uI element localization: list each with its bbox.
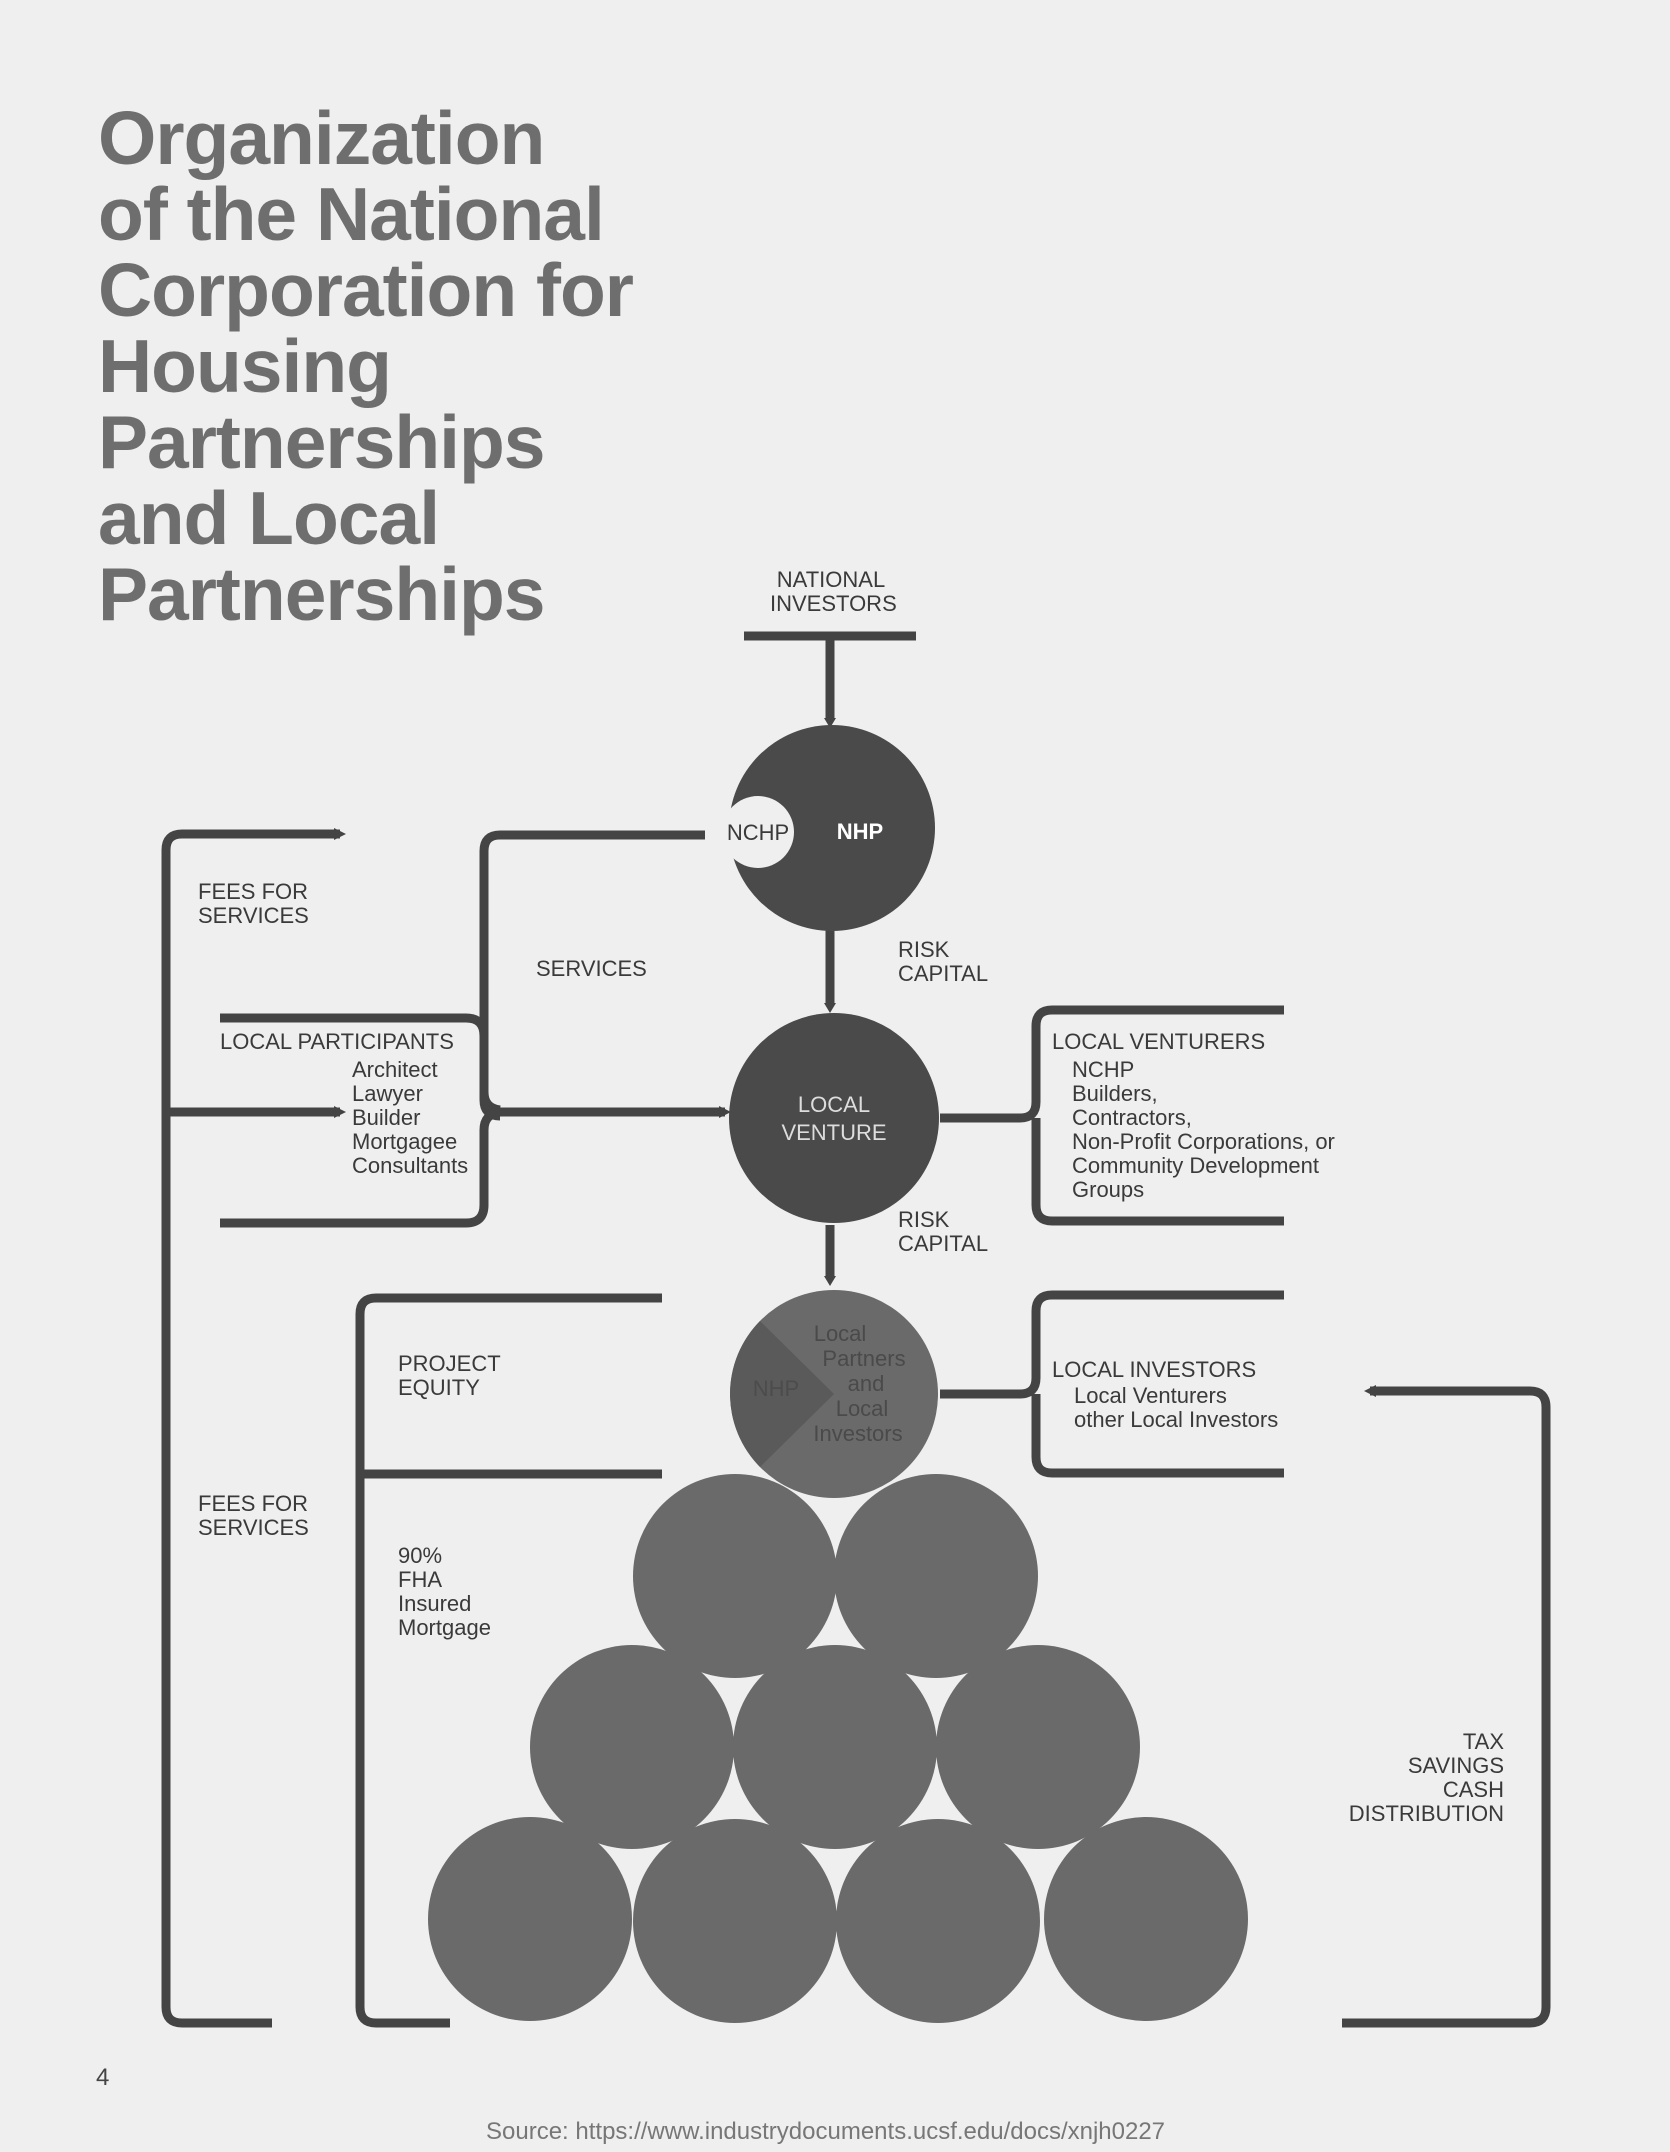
arrow-head — [334, 828, 346, 840]
title-line: and Local — [98, 476, 440, 560]
risk-capital-label: RISK CAPITAL — [898, 938, 988, 986]
mortgage-circle — [1044, 1817, 1248, 2021]
list-item: Non-Profit Corporations, or — [1072, 1129, 1335, 1154]
list-item: Local Venturers — [1074, 1383, 1227, 1408]
list-item: Consultants — [352, 1153, 469, 1178]
label-line: RISK — [898, 1207, 950, 1232]
mortgage-circle — [633, 1474, 837, 1678]
risk-capital-label: RISK CAPITAL — [898, 1208, 988, 1256]
page-number: 4 — [96, 2064, 110, 2091]
label-line: 90% — [398, 1543, 443, 1568]
label-line: SERVICES — [198, 1515, 309, 1540]
mortgage-circle — [836, 1819, 1040, 2023]
nhp-slice-label: NHP — [753, 1376, 799, 1401]
label-line: FHA — [398, 1567, 442, 1592]
list-item: Mortgagee — [352, 1129, 458, 1154]
local-investors-list: Local Venturers other Local Investors — [1074, 1384, 1278, 1432]
investors-bracket-bottom — [1031, 1394, 1284, 1478]
equity-bracket — [355, 1293, 662, 2028]
list-item: Community Development — [1072, 1153, 1319, 1178]
label-line: DISTRIBUTION — [1348, 1801, 1504, 1826]
list-item: Contractors, — [1072, 1105, 1192, 1130]
mortgage-circle — [936, 1645, 1140, 1849]
mortgage-circle — [428, 1817, 632, 2021]
page-title: Organization of the National Corporation… — [98, 100, 798, 632]
local-partners-label: Local — [836, 1396, 889, 1421]
title-line: Partnerships — [98, 552, 546, 636]
local-investors-title: LOCAL INVESTORS — [1052, 1357, 1257, 1382]
source-footer: Source: https://www.industrydocuments.uc… — [486, 2118, 1166, 2145]
label-line: EQUITY — [398, 1375, 480, 1400]
arrow-head — [824, 718, 836, 728]
arrow-head — [824, 1276, 836, 1286]
local-partners-label: Investors — [813, 1421, 902, 1446]
list-item: other Local Investors — [1074, 1407, 1279, 1432]
tax-savings-bracket — [1342, 1386, 1551, 2028]
local-partners-label: Partners — [822, 1346, 905, 1371]
local-venture-label: LOCAL — [798, 1092, 870, 1117]
label-line: CAPITAL — [898, 961, 989, 986]
label-line: NATIONAL — [776, 567, 886, 592]
participants-bracket-top — [220, 1013, 501, 1115]
services-label: SERVICES — [536, 956, 647, 981]
nhp-label: NHP — [837, 819, 883, 844]
investors-bracket-top — [940, 1290, 1284, 1399]
mortgage-circle — [633, 1819, 837, 2023]
arrow-head — [824, 1003, 836, 1013]
local-venturers-list: NCHP Builders, Contractors, Non-Profit C… — [1072, 1058, 1335, 1202]
list-item: NCHP — [1072, 1057, 1135, 1082]
label-line: TAX — [1462, 1729, 1504, 1754]
label-line: Insured — [398, 1591, 472, 1616]
nhp-slice — [730, 1321, 834, 1467]
mortgage-circle — [530, 1645, 734, 1849]
fees-bracket-outer — [161, 829, 340, 2028]
nhp-circle — [729, 725, 935, 931]
title-line: of the National — [98, 172, 605, 256]
list-item: Architect — [352, 1057, 438, 1082]
local-participants-list: Architect Lawyer Builder Mortgagee Consu… — [352, 1058, 468, 1178]
label-line: INVESTORS — [770, 591, 897, 616]
list-item: Lawyer — [352, 1081, 423, 1106]
local-participants-title: LOCAL PARTICIPANTS — [220, 1029, 454, 1054]
tax-savings-label: TAX SAVINGS CASH DISTRIBUTION — [1290, 1730, 1504, 1826]
local-venture-circle — [729, 1013, 939, 1223]
project-equity-label: PROJECT EQUITY — [398, 1352, 501, 1400]
label-line: CASH — [1442, 1777, 1504, 1802]
label-line: SERVICES — [198, 903, 309, 928]
services-bracket-link — [479, 1000, 725, 1117]
national-investors-label: NATIONAL INVESTORS — [770, 567, 897, 616]
local-partners-label: and — [848, 1371, 885, 1396]
label-line: CAPITAL — [898, 1231, 989, 1256]
label-line: FEES FOR — [198, 1491, 309, 1516]
title-line: Corporation for — [98, 248, 634, 332]
list-item: Builder — [352, 1105, 421, 1130]
venturers-bracket-bottom — [1031, 1118, 1284, 1226]
local-partners-label: Local — [814, 1321, 867, 1346]
fees-for-services-label: FEES FOR SERVICES — [198, 880, 309, 928]
mortgage-circle — [834, 1474, 1038, 1678]
label-line: Mortgage — [398, 1615, 491, 1640]
fha-mortgage-label: 90% FHA Insured Mortgage — [398, 1544, 491, 1640]
local-venturers-title: LOCAL VENTURERS — [1052, 1029, 1266, 1054]
mortgage-circle — [733, 1645, 937, 1849]
arrow-head — [719, 1106, 731, 1118]
arrow-head — [334, 1106, 346, 1118]
title-line: Housing — [98, 324, 392, 408]
fees-for-services-label: FEES FOR SERVICES — [198, 1492, 309, 1540]
nchp-label: NCHP — [727, 820, 789, 845]
label-line: PROJECT — [398, 1351, 501, 1376]
local-venture-label: VENTURE — [781, 1120, 886, 1145]
label-line: RISK — [898, 937, 950, 962]
venturers-bracket-top — [940, 1005, 1284, 1123]
list-item: Groups — [1072, 1177, 1145, 1202]
label-line: SAVINGS — [1407, 1753, 1504, 1778]
nchp-cutout — [722, 796, 794, 868]
arrow-head — [1364, 1385, 1376, 1397]
title-line: Partnerships — [98, 400, 546, 484]
label-line: FEES FOR — [198, 879, 309, 904]
title-line: Organization — [98, 96, 545, 180]
participants-bracket-bottom — [220, 1107, 501, 1228]
list-item: Builders, — [1072, 1081, 1158, 1106]
